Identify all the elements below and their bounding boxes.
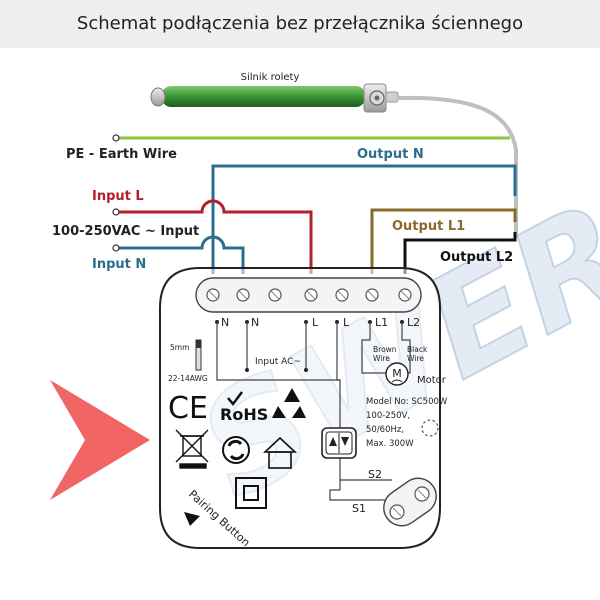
screw-slot	[270, 290, 280, 300]
motor-text-label: Motor	[417, 375, 447, 386]
brown-wire-line1: Brown	[373, 345, 397, 354]
recycle-center	[287, 407, 293, 413]
arrow-down-icon	[341, 437, 349, 446]
motor-symbol-letter: M	[392, 367, 402, 380]
input-l-wire	[116, 199, 313, 274]
input-l-label: Input L	[92, 189, 144, 204]
wiring-diagram: SWERA Silnik rolety PE - Earth Wire Outp…	[50, 72, 600, 549]
terminal-l2-in: L	[343, 316, 350, 329]
output-n-label: Output N	[357, 147, 424, 162]
spec-model: Model No: SC500W	[366, 397, 448, 407]
house-icon	[262, 436, 298, 469]
spec-voltage: 100-250V,	[366, 411, 410, 421]
terminal-n1: N	[221, 316, 229, 329]
screw-slot	[238, 290, 248, 300]
internal-line	[401, 322, 411, 374]
screw-slot	[337, 290, 347, 300]
ce-mark: CE	[168, 391, 208, 426]
motor-label: Silnik rolety	[241, 72, 300, 83]
motor-cable	[396, 95, 518, 238]
output-l2-wire	[403, 232, 517, 274]
input-n-terminal-dot	[112, 244, 120, 252]
screw-slot	[306, 290, 316, 300]
input-n-wire	[116, 235, 245, 274]
pe-label: PE - Earth Wire	[66, 147, 177, 162]
watermark-red-chevron	[50, 380, 150, 500]
spec-power: Max. 300W	[366, 439, 414, 449]
input-l-terminal-dot	[112, 208, 120, 216]
output-n-wire	[211, 164, 517, 274]
strip-length-label: 5mm	[170, 343, 189, 352]
screw-slot	[400, 290, 410, 300]
page-title: Schemat podłączenia bez przełącznika ści…	[76, 13, 524, 34]
shutter-motor: Silnik rolety	[150, 72, 518, 238]
ac-pin-dot	[245, 368, 249, 372]
terminal-l1-in: L	[312, 316, 319, 329]
s1-label: S1	[352, 502, 366, 515]
motor-cable-outlet	[385, 91, 399, 103]
indicator-led-icon	[421, 419, 439, 437]
weee-bin-icon	[175, 429, 209, 469]
pairing-arrow-icon	[184, 512, 200, 526]
ac-pin-dot	[304, 368, 308, 372]
input-n-label: Input N	[92, 257, 146, 272]
strip-gauge: 5mm 22-14AWG	[168, 339, 208, 383]
screw-slot	[367, 290, 377, 300]
recycle-arrow	[284, 388, 300, 402]
motor-circle	[385, 362, 409, 386]
motor-tilde	[391, 379, 403, 383]
input-ac-label: Input AC~	[255, 357, 301, 367]
double-insulation-icon	[235, 477, 267, 509]
recycle-arrow	[272, 406, 286, 418]
spec-frequency: 50/60Hz,	[366, 425, 404, 435]
wire-labels: PE - Earth Wire Output N Input L 100-250…	[52, 147, 513, 272]
terminal-screw-slots	[208, 290, 410, 300]
black-wire-line2: Wire	[407, 354, 424, 363]
rohs-check-icon	[227, 391, 243, 407]
bin-cross-2	[175, 429, 209, 463]
internal-line	[361, 322, 386, 374]
rohs-mark: RoHS	[220, 405, 268, 424]
screw-slot	[208, 290, 218, 300]
strip-gauge-top	[196, 340, 201, 348]
wires	[112, 134, 517, 274]
supply-label: 100-250VAC ~ Input	[52, 224, 199, 239]
black-wire-line1: Black	[407, 345, 428, 354]
output-l1-label: Output L1	[392, 219, 465, 234]
screw-slot	[392, 507, 402, 517]
brown-wire-line2: Wire	[373, 354, 390, 363]
screw-slot	[417, 489, 427, 499]
output-l2-label: Output L2	[440, 250, 513, 265]
arrow-up-icon	[329, 437, 337, 446]
terminal-l2-out: L2	[407, 316, 420, 329]
green-dot-icon	[222, 436, 250, 464]
terminal-n2: N	[251, 316, 259, 329]
recycle-arrow	[292, 406, 306, 418]
output-l1-wire	[370, 208, 517, 274]
smart-module: N N L L L1 L2 Input AC~	[159, 267, 448, 549]
motor-symbol: M Motor	[385, 362, 447, 386]
internal-line	[216, 322, 340, 381]
bin-bar	[179, 463, 207, 469]
header-bar: Schemat podłączenia bez przełącznika ści…	[0, 0, 600, 48]
up-down-button	[321, 427, 357, 459]
switch-terminal	[383, 477, 437, 527]
earth-terminal-dot	[112, 134, 120, 142]
awg-label: 22-14AWG	[168, 374, 208, 383]
internal-line	[329, 489, 392, 501]
motor-left-cap	[150, 87, 166, 107]
spec-block: Model No: SC500W 100-250V, 50/60Hz, Max.…	[366, 397, 448, 449]
motor-tube	[162, 86, 365, 107]
s2-label: S2	[368, 468, 382, 481]
recycle-icon	[272, 388, 306, 418]
terminal-l1-out: L1	[375, 316, 388, 329]
motor-head-center	[374, 95, 380, 101]
